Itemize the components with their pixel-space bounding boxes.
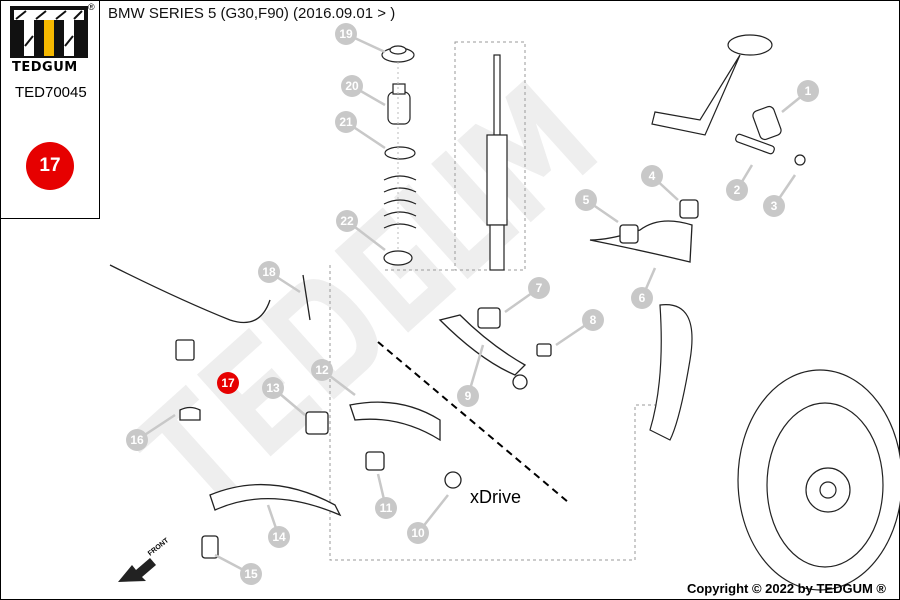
strut-parts	[381, 45, 508, 271]
callout-number: 3	[771, 199, 778, 213]
callout-8[interactable]: 8	[555, 309, 604, 347]
callout-18[interactable]: 18	[258, 261, 301, 294]
callout-number: 17	[221, 376, 235, 390]
callout-12[interactable]: 12	[311, 359, 356, 396]
callout-number: 2	[734, 183, 741, 197]
front-direction-arrow: FRONT	[118, 537, 171, 582]
callout-circle	[763, 195, 785, 217]
vehicle-title: BMW SERIES 5 (G30,F90) (2016.09.01 > )	[108, 5, 396, 22]
callout-20[interactable]: 20	[341, 75, 386, 107]
callout-10[interactable]: 10	[407, 494, 449, 544]
part-number: TED70045	[15, 84, 87, 101]
callout-circle	[262, 377, 284, 399]
callout-number: 8	[590, 313, 597, 327]
registered-mark: ®	[88, 2, 95, 12]
callout-number: 18	[262, 265, 276, 279]
xdrive-divider	[377, 341, 569, 503]
callout-number: 16	[130, 433, 144, 447]
callout-circle	[575, 189, 597, 211]
callout-circle	[217, 372, 239, 394]
brand-name: TEDGUM	[12, 60, 78, 75]
callout-circle	[457, 385, 479, 407]
callout-15[interactable]: 15	[214, 553, 262, 585]
callout-circle	[240, 563, 262, 585]
callout-number: 21	[339, 115, 353, 129]
callout-number: 13	[266, 381, 280, 395]
callout-4[interactable]: 4	[641, 165, 679, 201]
steering-parts	[651, 34, 806, 166]
callout-11[interactable]: 11	[375, 473, 397, 519]
callout-circle	[341, 75, 363, 97]
assembly-outline	[329, 41, 670, 561]
xdrive-label: xDrive	[470, 487, 522, 507]
callout-16[interactable]: 16	[126, 413, 176, 451]
callout-number: 5	[583, 193, 590, 207]
callout-circle	[375, 497, 397, 519]
callout-circle	[336, 210, 358, 232]
callout-circle	[407, 522, 429, 544]
callout-7[interactable]: 7	[504, 277, 550, 314]
watermark	[126, 80, 598, 500]
callout-number: 9	[465, 389, 472, 403]
callout-21[interactable]: 21	[335, 111, 386, 150]
callout-3[interactable]: 3	[763, 174, 797, 217]
callout-circle	[126, 429, 148, 451]
callout-circle	[528, 277, 550, 299]
front-label: FRONT	[147, 537, 171, 558]
callout-circle	[582, 309, 604, 331]
callout-13[interactable]: 13	[262, 377, 306, 416]
callout-circle	[335, 111, 357, 133]
callout-9[interactable]: 9	[457, 344, 485, 407]
callout-17[interactable]: 17	[217, 372, 239, 394]
callout-circle	[268, 526, 290, 548]
callout-6[interactable]: 6	[631, 267, 657, 309]
product-sidebar: ® TEDGUM TED70045 17	[0, 0, 100, 219]
callout-number: 12	[315, 363, 329, 377]
callout-circle	[311, 359, 333, 381]
wheel-hub	[649, 304, 900, 591]
callout-number: 1	[805, 84, 812, 98]
callout-number: 6	[639, 291, 646, 305]
callout-22[interactable]: 22	[336, 210, 386, 251]
callout-circle	[726, 179, 748, 201]
callout-14[interactable]: 14	[266, 504, 290, 548]
callout-circle	[797, 80, 819, 102]
callout-19[interactable]: 19	[335, 23, 386, 54]
callout-5[interactable]: 5	[575, 189, 619, 224]
callout-number: 10	[411, 526, 425, 540]
position-badge: 17	[26, 142, 74, 190]
callout-circle	[335, 23, 357, 45]
callout-2[interactable]: 2	[726, 164, 754, 201]
callout-number: 19	[339, 27, 353, 41]
callout-circle	[631, 287, 653, 309]
callout-circle	[258, 261, 280, 283]
callout-number: 20	[345, 79, 359, 93]
callout-number: 11	[380, 501, 393, 515]
callout-circle	[641, 165, 663, 187]
copyright: Copyright © 2022 by TEDGUM ®	[686, 581, 886, 596]
callout-number: 4	[649, 169, 656, 183]
callout-1[interactable]: 1	[781, 80, 819, 113]
callout-number: 22	[340, 214, 354, 228]
tedgum-logo	[10, 6, 88, 58]
callout-number: 15	[244, 567, 258, 581]
callout-number: 7	[536, 281, 543, 295]
callout-number: 14	[272, 530, 286, 544]
